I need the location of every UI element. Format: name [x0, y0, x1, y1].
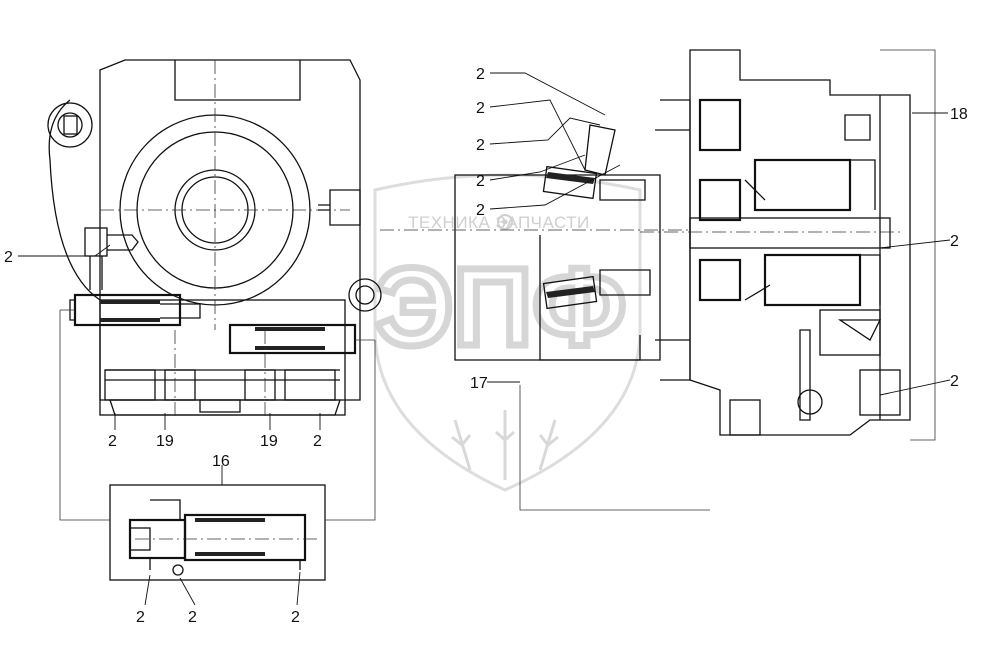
callouts: 2 2 2 2 2 2 18 2 2 17 2 19 19 2 16 2 2 2	[4, 66, 968, 626]
leader-lines	[18, 72, 951, 606]
callout-label: 2	[476, 173, 485, 190]
right-gearbox	[640, 49, 911, 436]
gear-icon	[497, 214, 513, 230]
callout-label: 2	[476, 202, 485, 219]
callout-label: 16	[212, 453, 230, 470]
watermark: ТЕХНИКА ЗАПЧАСТИ ЭПФ	[372, 173, 642, 492]
callout-label: 19	[260, 433, 278, 450]
callout-label: 2	[476, 137, 485, 154]
callout-label: 2	[476, 66, 485, 83]
connection-lines	[59, 49, 936, 521]
callout-label: 18	[950, 106, 968, 123]
wheat-ears-icon	[451, 410, 559, 480]
callout-label: 17	[470, 375, 488, 392]
callout-label: 2	[4, 249, 13, 266]
bottom-valve-detail	[109, 484, 326, 581]
left-housing	[47, 59, 361, 401]
callout-label: 2	[950, 233, 959, 250]
callout-label: 2	[313, 433, 322, 450]
center-bearing-assembly	[380, 124, 690, 361]
watermark-logo-letters: ЭПФ	[375, 246, 626, 369]
callout-label: 2	[950, 373, 959, 390]
callout-label: 2	[291, 609, 300, 626]
callout-label: 2	[136, 609, 145, 626]
callout-label: 19	[156, 433, 174, 450]
left-valve-block	[69, 278, 382, 420]
callout-label: 2	[108, 433, 117, 450]
callout-label: 2	[476, 100, 485, 117]
callout-label: 2	[188, 609, 197, 626]
